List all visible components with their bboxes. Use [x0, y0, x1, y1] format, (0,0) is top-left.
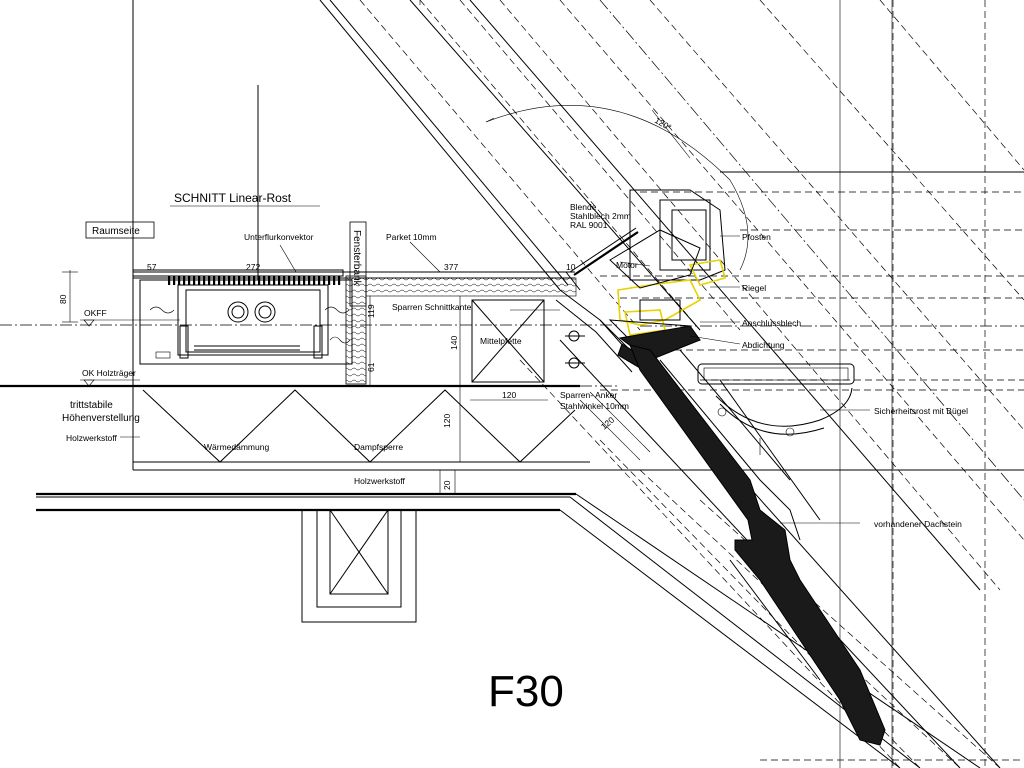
label-waermedaemmung: Wärmedämmung	[204, 442, 269, 452]
dim-20: 20	[442, 480, 452, 490]
dim-120-diag: 120	[599, 415, 617, 432]
dim-140: 140	[449, 336, 459, 350]
label-trittstabile: trittstabile	[70, 400, 113, 411]
level-marker-okff	[83, 319, 95, 327]
label-blende-3: RAL 9001	[570, 220, 608, 230]
dim-57: 57	[147, 262, 157, 272]
label-blende-1: Blende	[570, 202, 597, 212]
label-holzwerkstoff-bottom: Holzwerkstoff	[354, 476, 405, 486]
insulation-zigzag	[140, 389, 576, 463]
label-motor: Motor	[616, 260, 638, 270]
label-rafter-cut-edge: Sparren Schnittkante	[392, 302, 472, 312]
label-dampfsperre: Dampfsperre	[354, 442, 403, 452]
roof-tile-dark-band	[629, 344, 886, 746]
label-convector: Unterflurkonvektor	[244, 232, 314, 242]
label-holzwerkstoff-left: Holzwerkstoff	[66, 433, 117, 443]
sill-wood-panel	[345, 271, 581, 385]
label-rafter-anchor-1: Sparren- Anker	[560, 390, 617, 400]
dim-angle: 120°	[653, 115, 673, 132]
convector-unit	[132, 269, 353, 365]
label-parquet: Parket 10mm	[386, 232, 437, 242]
label-riegel: Riegel	[742, 283, 766, 293]
label-sicherheitsrost: Sicherheitsrost mit Bügel	[874, 406, 968, 416]
level-marker-holztraeger	[83, 379, 95, 387]
room-side-label: Raumseite	[92, 226, 140, 237]
dim-10: 10	[566, 262, 576, 272]
window-sill-box	[349, 221, 367, 307]
dimension-lines	[62, 270, 575, 494]
safety-grate	[697, 363, 855, 455]
label-rafter-anchor-2: Stahlwinkel 10mm	[560, 401, 629, 411]
label-dachstein: vorhandener Dachstein	[874, 519, 962, 529]
label-pfosten: Pfosten	[742, 232, 771, 242]
window-sill-label: Fensterbank	[351, 230, 362, 287]
leader-lines	[80, 235, 870, 524]
label-middle-purlin: Mittelpfette	[480, 336, 522, 346]
label-hoehenverstellung: Höhenverstellung	[62, 413, 140, 424]
dim-120-h: 120	[502, 390, 516, 400]
dim-272: 272	[246, 262, 260, 272]
dim-61: 61	[366, 362, 376, 372]
section-title: SCHNITT Linear-Rost	[174, 191, 292, 205]
label-blende-2: Stahlblech 2mm	[570, 211, 631, 221]
label-anschlussblech: Anschlussblech	[742, 318, 801, 328]
label-abdichtung: Abdichtung	[742, 340, 785, 350]
dim-120-v: 120	[442, 414, 452, 428]
label-okff: OKFF	[84, 308, 107, 318]
sheet-code: F30	[488, 667, 564, 716]
roof-window-frame	[485, 105, 749, 369]
floor-structure	[0, 0, 981, 768]
dim-377: 377	[444, 262, 458, 272]
label-ok-holztraeger: OK Holzträger	[82, 368, 136, 378]
room-side-box	[85, 221, 155, 239]
dim-80: 80	[58, 294, 68, 304]
dim-119: 119	[366, 304, 376, 318]
